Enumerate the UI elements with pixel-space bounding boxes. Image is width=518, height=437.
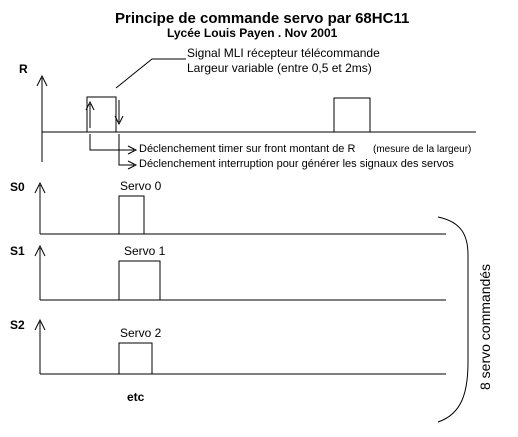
s0-axis-arrow (34, 181, 46, 194)
note-declenchement-interruption: Déclenchement interruption pour générer … (139, 158, 454, 170)
side-label-servos: 8 servo commandés (477, 263, 493, 390)
pulse-label-servo2: Servo 2 (120, 326, 162, 340)
pulse-label-servo0: Servo 0 (120, 179, 162, 193)
note-signal-mli: Signal MLI récepteur télécommande (187, 46, 380, 60)
s1-axis-arrow (34, 244, 46, 257)
timer-trigger-head (127, 145, 138, 155)
pulse-label-servo1: Servo 1 (124, 244, 166, 258)
s2-axis-arrow (34, 318, 46, 331)
etc-label: etc (127, 390, 145, 404)
r-axis-arrow (36, 74, 48, 87)
r-pulse-2 (333, 97, 371, 132)
s1-pulse (118, 260, 161, 300)
channel-label-s2: S2 (10, 318, 25, 332)
note-mesure-largeur: (mesure de la largeur) (373, 144, 472, 155)
channel-label-r: R (19, 62, 28, 76)
note-pointer (115, 58, 186, 89)
r-pulse-1 (86, 96, 117, 132)
channel-label-s0: S0 (10, 180, 25, 194)
diagram-subtitle: Lycée Louis Payen . Nov 2001 (167, 26, 338, 40)
servos-brace (437, 216, 469, 423)
note-declenchement-timer: Déclenchement timer sur front montant de… (139, 143, 356, 155)
note-largeur-variable: Largeur variable (entre 0,5 et 2ms) (187, 61, 372, 75)
s2-pulse (118, 342, 153, 374)
diagram-title: Principe de commande servo par 68HC11 (115, 10, 410, 27)
rising-edge-arrow-head (85, 100, 95, 111)
channel-label-s1: S1 (10, 244, 25, 258)
interrupt-trigger-head (127, 160, 138, 170)
s0-pulse (118, 195, 145, 234)
timer-trigger-line (89, 134, 134, 151)
interrupt-trigger-line (118, 134, 134, 166)
falling-edge-arrow-head (114, 115, 124, 126)
